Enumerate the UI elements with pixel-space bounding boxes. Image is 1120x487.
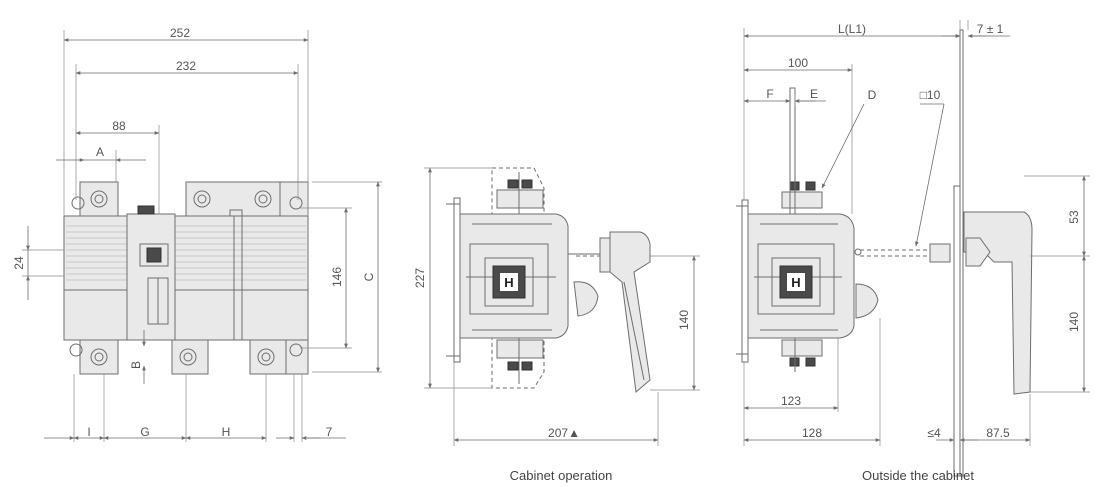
front-bottom-terminal-1 bbox=[79, 339, 119, 375]
front-bottom-terminal-3 bbox=[249, 339, 287, 375]
label-square-10: □10 bbox=[920, 88, 941, 102]
caption-outside-cabinet: Outside the cabinet bbox=[862, 468, 974, 483]
dim-227: 227 bbox=[413, 268, 427, 288]
dim-A: A bbox=[96, 145, 104, 159]
dim-le-4: ≤4 bbox=[927, 426, 941, 440]
svg-text:H: H bbox=[791, 275, 800, 290]
svg-text:H: H bbox=[504, 275, 513, 290]
dim-88: 88 bbox=[112, 119, 126, 133]
front-top-terminal-left bbox=[79, 181, 119, 217]
dim-232: 232 bbox=[176, 59, 196, 73]
front-bottom-terminal-2 bbox=[171, 339, 209, 375]
dim-7-pm-1: 7 ± 1 bbox=[977, 22, 1004, 36]
dim-123: 123 bbox=[781, 394, 801, 408]
front-center-module bbox=[126, 213, 176, 341]
dim-24: 24 bbox=[12, 256, 26, 270]
dim-C: C bbox=[362, 272, 376, 281]
dim-53: 53 bbox=[1067, 210, 1081, 224]
dim-B: B bbox=[129, 361, 143, 369]
dim-100: 100 bbox=[788, 56, 808, 70]
dim-G: G bbox=[140, 425, 149, 439]
dim-E: E bbox=[810, 87, 818, 101]
dim-7: 7 bbox=[326, 425, 333, 439]
dim-207: 207▲ bbox=[548, 426, 580, 440]
dim-F: F bbox=[766, 87, 773, 101]
dim-140-cabinet: 140 bbox=[677, 310, 691, 330]
outside-view: H bbox=[736, 20, 1090, 483]
dim-I: I bbox=[87, 425, 90, 439]
dim-L: L(L1) bbox=[838, 22, 866, 36]
dim-128: 128 bbox=[802, 426, 822, 440]
caption-cabinet-operation: Cabinet operation bbox=[510, 468, 613, 483]
dim-140-outside: 140 bbox=[1067, 312, 1081, 332]
cabinet-view: H 227 140 207▲ Cabinet operation bbox=[413, 167, 700, 483]
front-view: 252 232 88 A 24 146 C B I G H 7 bbox=[12, 26, 382, 442]
dim-87-5: 87.5 bbox=[986, 426, 1010, 440]
dim-252: 252 bbox=[170, 26, 190, 40]
front-housing bbox=[63, 215, 309, 341]
front-top-indicator bbox=[137, 205, 155, 215]
outside-handle bbox=[963, 211, 1033, 395]
dim-H: H bbox=[222, 425, 231, 439]
label-D: D bbox=[868, 88, 877, 102]
dim-146: 146 bbox=[330, 267, 344, 287]
